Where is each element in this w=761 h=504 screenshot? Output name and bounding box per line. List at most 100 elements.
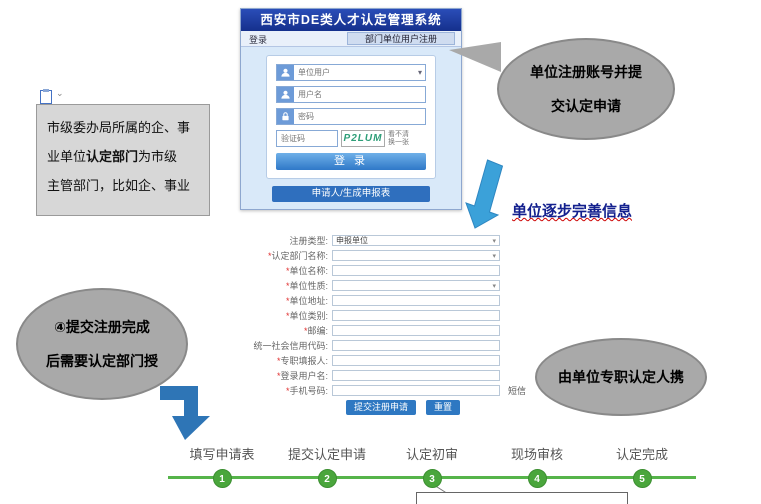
note-line: 业单位认定部门为市级: [47, 149, 178, 164]
flow-step-label: 单位逐步完善信息: [512, 203, 633, 220]
username-row: [276, 86, 426, 103]
timeline-step: 现场审核 4: [487, 444, 587, 488]
field-label: 统一社会信用代码:: [253, 341, 328, 351]
captcha-input[interactable]: [277, 134, 337, 143]
password-input[interactable]: [294, 112, 425, 121]
tab-dept-unit-register[interactable]: 部门单位用户注册: [347, 32, 455, 45]
chevron-down-icon: ▾: [492, 237, 496, 245]
field-label: 认定部门名称:: [271, 251, 328, 261]
login-window: 西安市DE类人才认定管理系统 登录 部门单位用户注册 ▾: [240, 8, 462, 210]
form-row: 统一社会信用代码:: [228, 340, 538, 351]
required-mark: *: [285, 296, 290, 306]
captcha-image: P2LUM: [341, 130, 385, 147]
registration-form: 注册类型: 申报单位▾ *认定部门名称: ▾ *单位名称: *单位性质: ▾ *…: [228, 233, 538, 415]
password-row: [276, 108, 426, 125]
chevron-down-icon: ▾: [492, 252, 496, 260]
captcha-refresh-hint: 看不清: [388, 130, 409, 138]
form-buttons: 提交注册申请 重置: [228, 400, 538, 415]
cert-dept-select[interactable]: ▾: [332, 250, 500, 261]
timeline-step-label: 填写申请表: [189, 447, 255, 462]
field-label: 专职填报人:: [280, 356, 328, 366]
submit-register-button[interactable]: 提交注册申请: [346, 400, 417, 415]
chevron-down-icon[interactable]: ▾: [417, 68, 422, 77]
username-input[interactable]: [294, 90, 425, 99]
unit-address-input[interactable]: [332, 295, 500, 306]
credit-code-input[interactable]: [332, 340, 500, 351]
form-row: 注册类型: 申报单位 ▾: [228, 235, 538, 246]
callout-register-account: 单位注册账号并提 交认定申请: [497, 38, 675, 140]
lock-icon: [277, 109, 294, 124]
required-mark: *: [285, 311, 290, 321]
reset-button[interactable]: 重置: [426, 400, 461, 415]
unit-user-row: ▾: [276, 64, 426, 81]
form-row: *单位类别:: [228, 310, 538, 321]
form-row: *邮编:: [228, 325, 538, 336]
required-mark: *: [276, 371, 281, 381]
timeline-step: 认定完成 5: [592, 444, 692, 488]
unit-nature-select[interactable]: ▾: [332, 280, 500, 291]
unit-user-select[interactable]: [294, 68, 418, 77]
form-row: *单位名称:: [228, 265, 538, 276]
unit-name-input[interactable]: [332, 265, 500, 276]
callout-submit-complete: ④提交注册完成 后需要认定部门授: [16, 288, 188, 400]
captcha-input-box: [276, 130, 338, 147]
timeline-step-number: 2: [317, 469, 337, 488]
form-row: *单位性质: ▾: [228, 280, 538, 291]
required-mark: *: [276, 356, 281, 366]
user-icon: [277, 87, 294, 102]
captcha-row: P2LUM 看不清 换一张: [276, 130, 426, 147]
timeline-step-number: 1: [212, 469, 232, 488]
timeline-step-label: 认定初审: [405, 447, 458, 462]
required-mark: *: [267, 251, 272, 261]
callout-onsite-person: 由单位专职认定人携: [535, 338, 707, 416]
callout-text-line: 交认定申请: [551, 98, 621, 114]
paste-icon: [40, 89, 52, 104]
selected-value: 申报单位: [336, 236, 368, 245]
caret-down-icon: ⌄: [56, 88, 64, 98]
timeline-step: 填写申请表 1: [172, 444, 272, 488]
callout-tail: [449, 42, 501, 72]
callout-text-line: 单位注册账号并提: [530, 64, 642, 80]
bottom-callout-box: [416, 492, 628, 504]
login-window-title: 西安市DE类人才认定管理系统: [241, 9, 461, 31]
login-username-input[interactable]: [332, 370, 500, 381]
required-mark: *: [285, 281, 290, 291]
field-label: 登录用户名:: [280, 371, 328, 381]
login-button[interactable]: 登 录: [276, 153, 426, 170]
elbow-arrow-down-icon: [160, 386, 210, 440]
field-label: 单位类别:: [289, 311, 328, 321]
form-row: *认定部门名称: ▾: [228, 250, 538, 261]
note-box: 市级委办局所属的企、事 业单位认定部门为市级 主管部门，比如企、事业: [36, 104, 210, 216]
field-label: 单位地址:: [289, 296, 328, 306]
sms-note: 短信: [508, 386, 527, 396]
captcha-refresh: 看不清 换一张: [388, 131, 409, 147]
field-label: 单位性质:: [289, 281, 328, 291]
timeline-step: 提交认定申请 2: [277, 444, 377, 488]
field-label: 单位名称:: [289, 266, 328, 276]
required-mark: *: [285, 386, 290, 396]
timeline-step-label: 现场审核: [510, 447, 563, 462]
reporter-name-input[interactable]: [332, 355, 500, 366]
field-label: 手机号码:: [289, 386, 328, 396]
timeline-step-label: 提交认定申请: [287, 447, 366, 462]
form-row: *单位地址:: [228, 295, 538, 306]
phone-number-input[interactable]: [332, 385, 500, 396]
required-mark: *: [303, 326, 308, 336]
field-label: 注册类型:: [289, 236, 328, 246]
callout-text-line: 后需要认定部门授: [46, 353, 158, 369]
form-row: *手机号码:: [228, 385, 538, 396]
chevron-down-icon: ▾: [492, 282, 496, 290]
unit-category-input[interactable]: [332, 310, 500, 321]
login-tab-bar: 登录 部门单位用户注册: [241, 31, 461, 47]
user-icon: [277, 65, 294, 80]
captcha-refresh-link[interactable]: 换一张: [388, 138, 409, 146]
postcode-input[interactable]: [332, 325, 500, 336]
tab-login[interactable]: 登录: [249, 35, 268, 45]
form-row: *登录用户名:: [228, 370, 538, 381]
callout-text-line: 由单位专职认定人携: [558, 369, 684, 385]
applicant-generate-form-button[interactable]: 申请人/生成申报表: [272, 186, 430, 202]
timeline-step: 认定初审 3: [382, 444, 482, 488]
register-type-select[interactable]: 申报单位 ▾: [332, 235, 500, 246]
field-label: 邮编:: [307, 326, 328, 336]
